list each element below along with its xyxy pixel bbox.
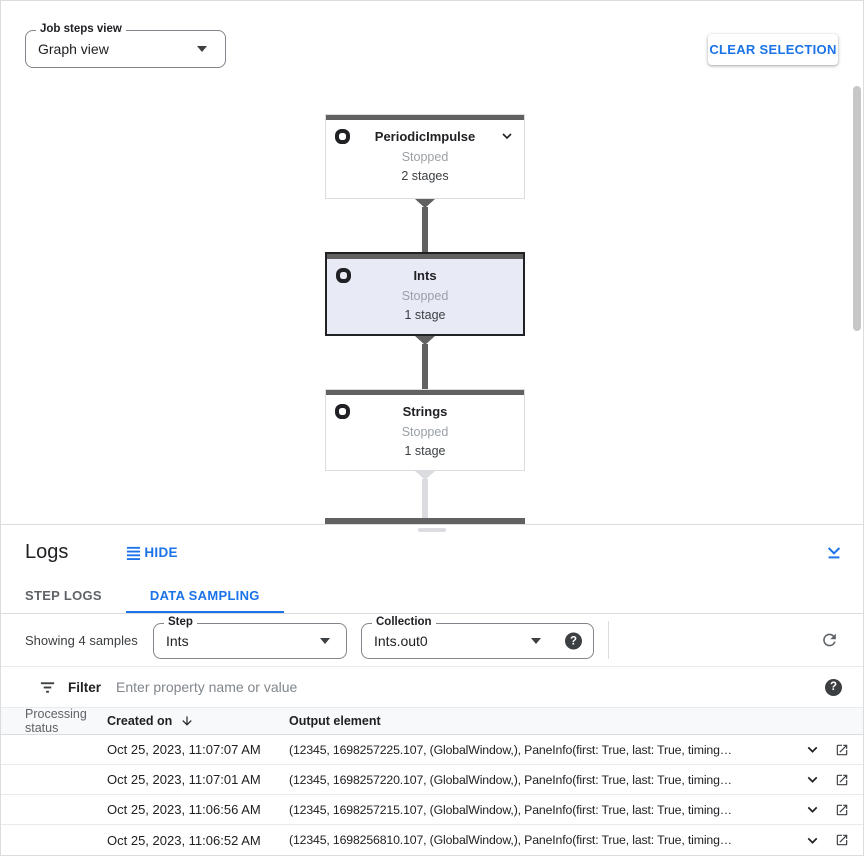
logs-header: Logs HIDE	[1, 525, 863, 579]
table-row[interactable]: Oct 25, 2023, 11:06:56 AM (12345, 169825…	[1, 795, 863, 825]
collapse-panel-button[interactable]	[825, 543, 843, 561]
toolbar-divider	[608, 621, 609, 659]
graph-node-periodicimpulse[interactable]: PeriodicImpulse Stopped 2 stages	[325, 114, 525, 199]
graph-node-partial-topbar	[325, 518, 525, 524]
output-element-cell: (12345, 1698257215.107, (GlobalWindow,),…	[289, 802, 732, 817]
open-in-new-button[interactable]	[835, 803, 849, 817]
edge-line-light	[422, 479, 428, 518]
hide-logs-icon	[127, 546, 141, 560]
table-row[interactable]: Oct 25, 2023, 11:07:01 AM (12345, 169825…	[1, 765, 863, 795]
column-output-element: Output element	[289, 714, 381, 728]
output-element-cell: (12345, 1698257225.107, (GlobalWindow,),…	[289, 742, 732, 757]
open-in-new-button[interactable]	[835, 833, 849, 847]
open-in-new-icon	[836, 804, 848, 815]
dropdown-arrow-icon	[531, 638, 541, 644]
node-topbar	[327, 254, 523, 259]
node-title: Strings	[402, 404, 448, 419]
pipeline-graph: PeriodicImpulse Stopped 2 stages Ints St…	[1, 76, 863, 524]
node-title: Ints	[413, 268, 437, 283]
tab-step-logs[interactable]: STEP LOGS	[25, 587, 102, 603]
node-stages: 1 stage	[404, 444, 446, 458]
created-on-cell: Oct 25, 2023, 11:07:07 AM	[107, 742, 261, 757]
dropdown-arrow-icon	[197, 46, 207, 52]
expand-row-button[interactable]	[804, 771, 821, 788]
transform-icon	[335, 404, 350, 419]
step-select-label: Step	[164, 616, 197, 628]
refresh-button[interactable]	[820, 631, 839, 650]
transform-icon	[336, 268, 351, 283]
panel-resize-handle[interactable]	[418, 528, 446, 532]
edge-arrowhead-light	[415, 471, 435, 480]
dropdown-arrow-icon	[320, 638, 330, 644]
output-element-cell: (12345, 1698257220.107, (GlobalWindow,),…	[289, 772, 732, 787]
open-in-new-icon	[836, 744, 848, 755]
refresh-icon	[823, 633, 836, 647]
logs-tabs: STEP LOGS DATA SAMPLING	[1, 579, 863, 614]
collection-help-icon[interactable]: ?	[565, 632, 582, 650]
filter-input[interactable]	[116, 679, 825, 695]
column-processing-status: Processing status	[25, 707, 87, 735]
table-header: Processing status Created on Output elem…	[1, 707, 863, 735]
collapse-panel-icon	[827, 547, 841, 559]
graph-node-strings[interactable]: Strings Stopped 1 stage	[325, 389, 525, 471]
filter-label: Filter	[68, 679, 102, 695]
transform-icon	[335, 129, 350, 144]
collection-select-label: Collection	[372, 616, 436, 628]
collection-select[interactable]: Collection Ints.out0 ?	[361, 616, 594, 659]
node-expand-chevron-icon[interactable]	[499, 128, 515, 144]
node-status: Stopped	[401, 150, 449, 164]
graph-scrollbar[interactable]	[853, 86, 861, 331]
node-status: Stopped	[401, 425, 449, 439]
sample-count-text: Showing 4 samples	[25, 632, 138, 648]
filter-help-icon[interactable]: ?	[825, 678, 842, 696]
edge-line	[422, 207, 428, 252]
edge-line	[422, 344, 428, 389]
column-created-on[interactable]: Created on	[107, 714, 289, 728]
open-in-new-icon	[836, 774, 848, 785]
tab-data-sampling[interactable]: DATA SAMPLING	[125, 579, 284, 613]
sort-descending-icon[interactable]	[180, 714, 194, 728]
created-on-cell: Oct 25, 2023, 11:06:56 AM	[107, 802, 261, 817]
open-in-new-button[interactable]	[835, 773, 849, 787]
node-title: PeriodicImpulse	[374, 129, 476, 144]
chevron-down-icon	[807, 806, 818, 813]
output-element-cell: (12345, 1698256810.107, (GlobalWindow,),…	[289, 833, 732, 847]
chevron-down-icon	[807, 776, 818, 783]
filter-icon	[39, 679, 56, 696]
expand-row-button[interactable]	[804, 801, 821, 818]
job-steps-view-label: Job steps view	[36, 23, 126, 35]
expand-row-button[interactable]	[804, 741, 821, 758]
open-in-new-button[interactable]	[835, 743, 849, 757]
node-stages: 1 stage	[404, 308, 446, 322]
job-steps-view-value: Graph view	[38, 41, 109, 57]
graph-node-ints[interactable]: Ints Stopped 1 stage	[325, 252, 525, 336]
collection-select-value: Ints.out0	[374, 633, 428, 649]
node-status: Stopped	[401, 289, 449, 303]
node-stages: 2 stages	[401, 169, 449, 183]
column-created-on-label: Created on	[107, 714, 173, 728]
graph-toolbar: Job steps view Graph view CLEAR SELECTIO…	[1, 1, 863, 76]
logs-panel: Logs HIDE STEP LOGS DATA SAMPLING Showin…	[1, 524, 863, 855]
hide-logs-label: HIDE	[144, 544, 178, 560]
open-in-new-icon	[836, 834, 848, 846]
hide-logs-button[interactable]: HIDE	[126, 544, 178, 560]
filter-bar: Filter ?	[1, 666, 863, 707]
sampling-toolbar: Showing 4 samples Step Ints Collection I…	[1, 614, 863, 666]
expand-row-button[interactable]	[804, 832, 821, 849]
job-steps-view-select[interactable]: Job steps view Graph view	[25, 23, 226, 68]
chevron-down-icon	[807, 837, 818, 844]
created-on-cell: Oct 25, 2023, 11:06:52 AM	[107, 832, 261, 848]
table-row[interactable]: Oct 25, 2023, 11:06:52 AM (12345, 169825…	[1, 825, 863, 855]
step-select[interactable]: Step Ints	[153, 616, 347, 659]
table-row[interactable]: Oct 25, 2023, 11:07:07 AM (12345, 169825…	[1, 735, 863, 765]
edge-arrowhead	[415, 199, 435, 208]
clear-selection-button[interactable]: CLEAR SELECTION	[708, 34, 838, 65]
logs-panel-title: Logs	[25, 540, 69, 563]
edge-arrowhead	[415, 336, 435, 345]
node-topbar	[326, 115, 524, 120]
chevron-down-icon	[807, 746, 818, 753]
node-topbar	[326, 390, 524, 395]
step-select-value: Ints	[166, 633, 189, 649]
created-on-cell: Oct 25, 2023, 11:07:01 AM	[107, 772, 261, 787]
